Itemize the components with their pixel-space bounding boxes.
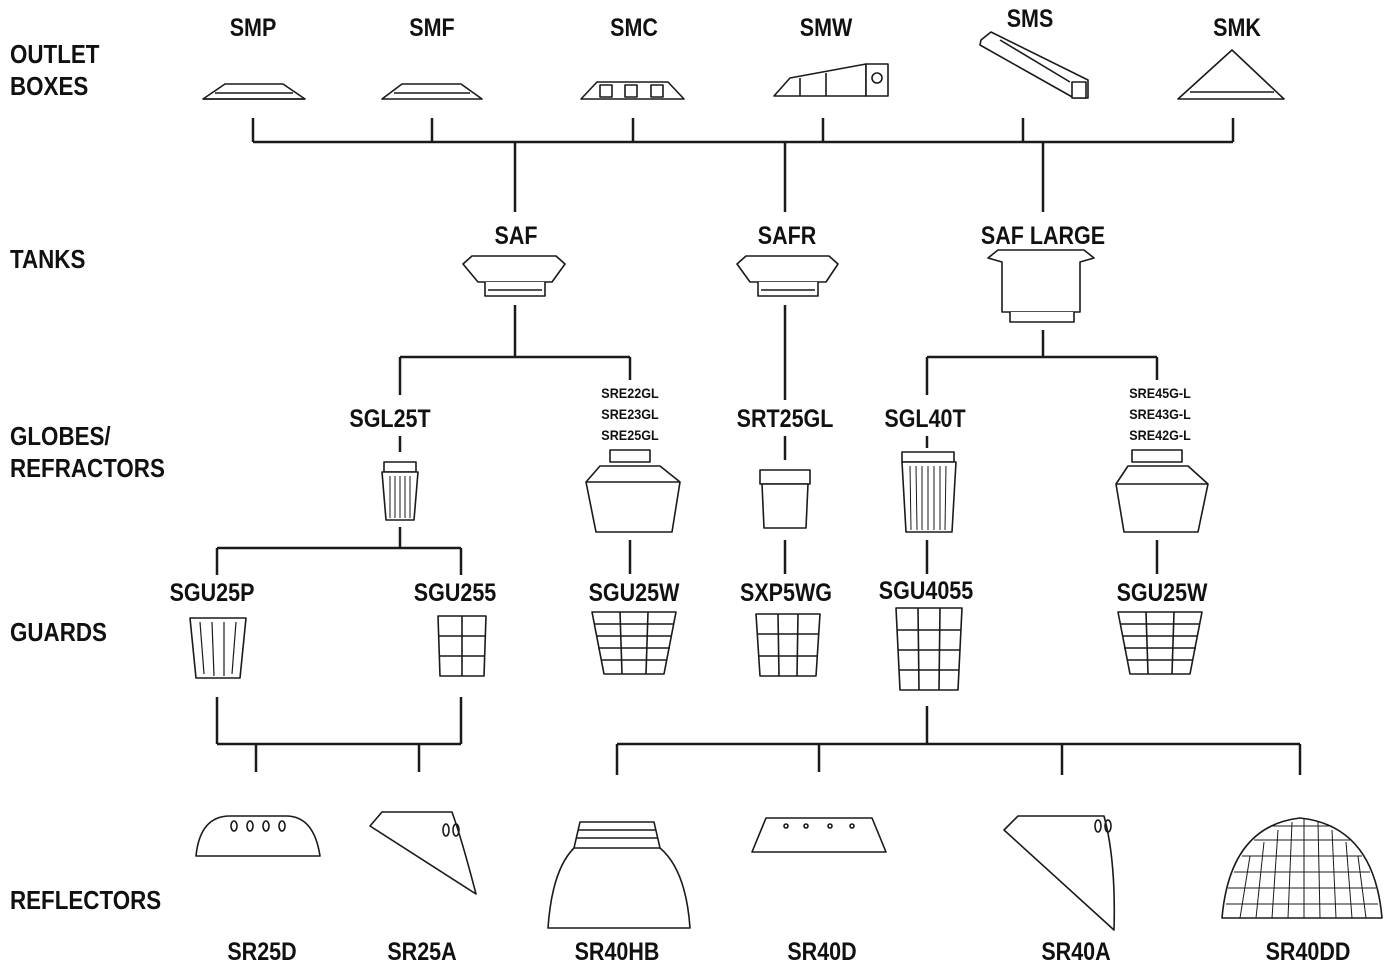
label-smp: SMP [229,14,277,42]
smf-box-drawing [381,83,483,100]
sgu4055-guard-drawing [895,607,963,691]
label-sre22gl: SRE22GL [601,385,659,401]
label-sre42g-l: SRE42G-L [1129,427,1191,443]
label-srt25gl: SRT25GL [736,405,834,433]
sr25a-reflector-drawing [369,811,477,895]
label-sre43g-l: SRE43G-L [1129,406,1191,422]
sgl40t-globe-drawing [901,451,957,533]
label-sgu255: SGU255 [413,579,497,607]
category-tanks: TANKS [10,244,86,274]
label-smf: SMF [409,14,455,42]
sr40a-reflector-drawing [1003,815,1116,931]
category-reflectors: REFLECTORS [10,885,162,915]
smk-box-drawing [1177,49,1285,100]
label-sms: SMS [1006,5,1054,33]
label-smw: SMW [799,14,853,42]
smc-box-drawing [580,81,685,100]
sxp5wg-guard-drawing [755,613,821,677]
label-sre-large-group: SRE45G-L SRE43G-L SRE42G-L [1129,383,1191,446]
category-globes-refractors: GLOBES/ REFRACTORS [10,420,165,484]
sgu255-guard-drawing [437,615,487,677]
label-sr40a: SR40A [1041,938,1111,966]
saf-large-tank-drawing [987,249,1095,323]
safr-tank-drawing [736,255,839,297]
label-safr: SAFR [757,222,817,250]
label-sgu25w-a: SGU25W [588,579,680,607]
label-sr40hb: SR40HB [574,938,660,966]
sr40hb-reflector-drawing [547,821,691,929]
saf-tank-drawing [462,255,566,297]
label-sr40d: SR40D [787,938,857,966]
sr25d-reflector-drawing [195,815,321,857]
label-saf: SAF [494,222,538,250]
label-smc: SMC [610,14,658,42]
srt25gl-globe-drawing [759,469,811,529]
label-saf-large: SAF LARGE [980,222,1106,250]
sre-large-globe-drawing [1115,449,1209,533]
smp-box-drawing [202,83,306,100]
label-sre25gl: SRE25GL [601,427,659,443]
label-sr40dd: SR40DD [1265,938,1351,966]
sms-box-drawing [979,31,1089,99]
label-sgl25t: SGL25T [349,405,431,433]
label-sgu25p: SGU25P [169,579,255,607]
label-sgu4055: SGU4055 [878,577,974,605]
label-sgl40t: SGL40T [884,405,966,433]
sgu25p-guard-drawing [189,617,247,679]
sgl25t-globe-drawing [381,461,419,521]
label-sre-small-group: SRE22GL SRE23GL SRE25GL [601,383,658,446]
category-globes-line1: GLOBES/ [10,421,111,451]
label-sxp5wg: SXP5WG [739,579,833,607]
label-sgu25w-b: SGU25W [1116,579,1208,607]
category-guards: GUARDS [10,617,107,647]
sr40dd-reflector-drawing [1221,817,1383,919]
category-outlet-boxes: OUTLET BOXES [10,38,99,102]
sgu25w-guard-a-drawing [591,611,677,675]
category-outlet-line1: OUTLET [10,39,100,69]
category-outlet-line2: BOXES [10,71,89,101]
sre-small-globe-drawing [585,449,681,533]
label-smk: SMK [1213,14,1261,42]
label-sr25a: SR25A [387,938,457,966]
category-globes-line2: REFRACTORS [10,453,165,483]
sgu25w-guard-b-drawing [1117,611,1203,675]
label-sre23gl: SRE23GL [601,406,659,422]
smw-box-drawing [773,63,889,97]
sr40d-reflector-drawing [751,817,887,853]
label-sr25d: SR25D [227,938,297,966]
label-sre45g-l: SRE45G-L [1129,385,1191,401]
